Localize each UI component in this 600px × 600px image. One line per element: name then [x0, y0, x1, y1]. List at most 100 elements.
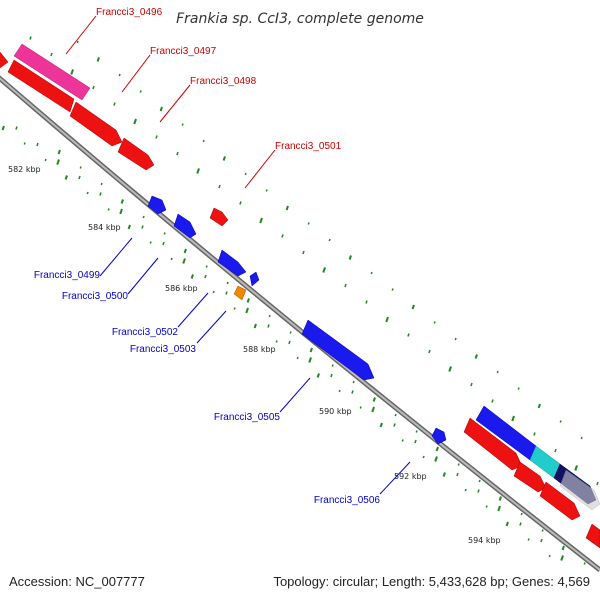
gene-right-red-3[interactable]: [539, 481, 581, 521]
tick-mark: [505, 521, 509, 527]
label-francci3-0501[interactable]: Francci3_0501: [275, 141, 342, 152]
tick-mark: [309, 347, 313, 353]
tick-mark: [442, 472, 446, 477]
kbp-label-594: 594 kbp: [468, 536, 501, 545]
label-francci3-0499[interactable]: Francci3_0499: [34, 270, 101, 281]
gene-right-red-2[interactable]: [513, 461, 547, 493]
tick-mark: [393, 423, 396, 427]
tick-mark: [454, 337, 457, 341]
label-francci3-0502[interactable]: Francci3_0502: [112, 327, 179, 338]
gene-right-gray[interactable]: [559, 469, 600, 511]
tick-mark: [1, 125, 5, 131]
tick-mark: [537, 403, 541, 409]
tick-mark: [162, 241, 165, 246]
tick-mark: [498, 496, 502, 501]
label-francci3-0500[interactable]: Francci3_0500: [62, 291, 129, 302]
label-francci3-0498[interactable]: Francci3_0498: [190, 76, 257, 87]
tick-mark: [218, 184, 221, 189]
tick-mark: [478, 479, 481, 483]
leader-0499: [99, 237, 133, 277]
tick-mark: [372, 397, 376, 402]
tick-mark: [142, 215, 145, 219]
tick-mark: [44, 158, 47, 162]
tick-mark: [433, 321, 436, 324]
tick-mark: [183, 248, 187, 254]
tick-mark: [244, 172, 247, 176]
label-francci3-0497[interactable]: Francci3_0497: [150, 46, 217, 57]
tick-mark: [275, 340, 278, 343]
gene-francci3-0502[interactable]: [217, 249, 247, 277]
tick-mark: [428, 349, 431, 354]
tick-mark: [401, 439, 404, 442]
tick-mark: [391, 288, 394, 291]
gene-francci3-0498b[interactable]: [117, 137, 155, 171]
gene-francci3-0502b[interactable]: [249, 271, 260, 287]
tick-mark: [496, 370, 499, 374]
tick-mark: [574, 465, 578, 471]
tick-mark: [289, 331, 292, 334]
tick-mark: [411, 304, 415, 310]
forward-genes: [0, 43, 600, 549]
gene-francci3-0501[interactable]: [209, 207, 229, 227]
tick-mark: [64, 175, 68, 180]
tick-mark: [477, 489, 480, 493]
tick-mark: [100, 182, 103, 186]
tick-mark: [359, 406, 362, 409]
tick-mark: [434, 456, 438, 462]
tick-mark: [57, 149, 61, 155]
tick-mark: [78, 175, 81, 180]
label-francci3-0503[interactable]: Francci3_0503: [130, 344, 197, 355]
gene-francci3-0496-pink[interactable]: [13, 43, 91, 101]
tick-mark: [79, 166, 82, 169]
kbp-labels: 582 kbp 584 kbp 586 kbp 588 kbp 590 kbp …: [8, 165, 501, 545]
tick-mark: [120, 199, 124, 204]
tick-mark: [92, 85, 95, 90]
tick-mark: [159, 106, 163, 112]
kbp-label-592: 592 kbp: [394, 472, 427, 481]
kbp-label-586: 586 kbp: [165, 284, 198, 293]
tick-mark: [139, 90, 142, 93]
tick-mark: [511, 415, 515, 422]
tick-mark: [96, 57, 100, 62]
tick-mark: [344, 283, 347, 288]
leader-0502: [177, 292, 209, 328]
gene-right-red-1[interactable]: [463, 417, 523, 471]
gene-francci3-0506[interactable]: [431, 427, 447, 445]
reverse-genes: [147, 195, 600, 511]
topology-summary: Topology: circular; Length: 5,433,628 bp…: [273, 574, 590, 589]
tick-mark: [456, 472, 459, 477]
tick-mark: [253, 323, 257, 329]
gene-francci3-0505[interactable]: [301, 319, 375, 381]
label-francci3-0506[interactable]: Francci3_0506: [314, 495, 381, 506]
tick-mark: [99, 192, 102, 196]
tick-mark: [245, 307, 249, 314]
tick-mark: [559, 420, 562, 423]
gene-right-red-4[interactable]: [585, 523, 600, 549]
tick-mark: [519, 522, 522, 526]
tick-mark: [379, 422, 383, 428]
gene-francci3-0500[interactable]: [173, 213, 197, 239]
accession-text: Accession: NC_007777: [9, 574, 145, 589]
tick-mark: [561, 545, 565, 551]
tick-mark: [448, 366, 452, 372]
gene-francci3-0498[interactable]: [69, 101, 123, 147]
gene-francci3-0499[interactable]: [147, 195, 167, 215]
tick-mark: [196, 168, 200, 174]
gene-francci3-0503[interactable]: [233, 285, 247, 301]
gene-francci3-0497[interactable]: [7, 59, 75, 113]
tick-mark: [316, 373, 320, 378]
leader-0496: [65, 15, 97, 55]
tick-mark: [385, 316, 389, 323]
tick-mark: [265, 189, 268, 192]
label-francci3-0505[interactable]: Francci3_0505: [214, 412, 281, 423]
tick-mark: [414, 439, 417, 444]
tick-mark: [29, 36, 32, 40]
label-francci3-0496[interactable]: Francci3_0496: [96, 7, 163, 18]
tick-mark: [86, 191, 89, 195]
tick-mark: [285, 205, 289, 211]
tick-mark: [107, 208, 110, 211]
tick-mark: [56, 159, 60, 165]
tick-mark: [141, 225, 144, 229]
gene-francci3-0496[interactable]: [0, 48, 9, 69]
